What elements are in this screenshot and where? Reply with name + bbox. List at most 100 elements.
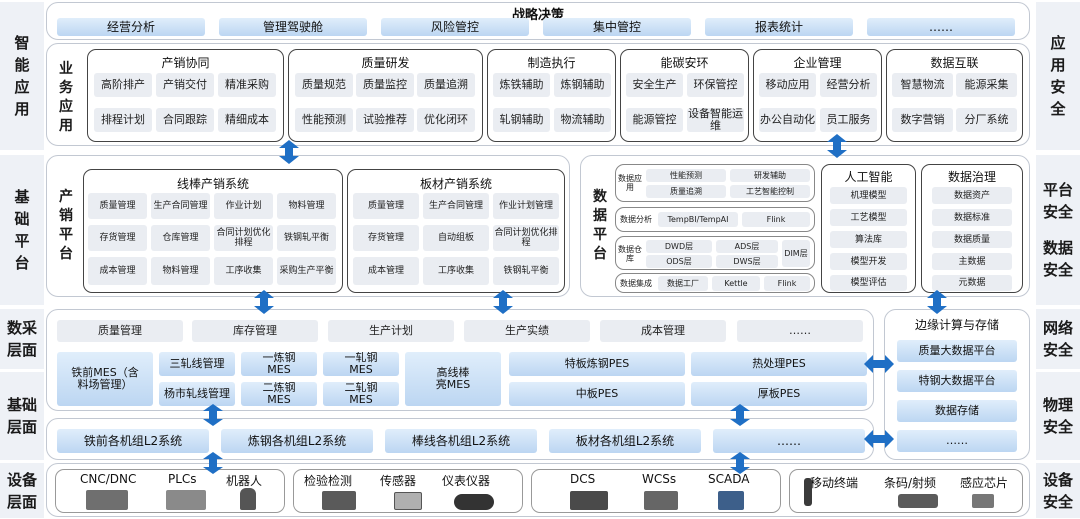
pes-item[interactable]: 热处理PES (691, 352, 867, 376)
sys-cell[interactable]: 工序收集 (214, 257, 273, 285)
biz-cell[interactable]: 物流辅助 (554, 108, 611, 132)
sys-cell[interactable]: 生产合同管理 (423, 193, 489, 219)
biz-cell[interactable]: 优化闭环 (417, 108, 475, 132)
biz-cell[interactable]: 轧钢辅助 (493, 108, 550, 132)
sys-cell[interactable]: 工序收集 (423, 257, 489, 285)
collect-cell[interactable]: …… (737, 320, 863, 342)
l2-item[interactable]: 板材各机组L2系统 (549, 429, 701, 453)
gov-cell[interactable]: 数据质量 (932, 231, 1012, 248)
ai-cell[interactable]: 模型开发 (830, 253, 907, 270)
ai-cell[interactable]: 算法库 (830, 231, 907, 248)
sys-cell[interactable]: 作业计划 (214, 193, 273, 219)
collect-cell[interactable]: 成本管理 (600, 320, 726, 342)
ai-cell[interactable]: 机理模型 (830, 187, 907, 204)
biz-cell[interactable]: 移动应用 (759, 73, 816, 97)
edge-item[interactable]: …… (897, 430, 1017, 452)
mes-bar[interactable]: 高线棒亮MES (405, 352, 501, 406)
mes-roll[interactable]: 一轧钢MES (323, 352, 399, 376)
strategy-item[interactable]: 报表统计 (705, 18, 853, 36)
biz-cell[interactable]: 精细成本 (218, 108, 276, 132)
data-cell[interactable]: Flink (742, 212, 810, 227)
biz-cell[interactable]: 办公自动化 (759, 108, 816, 132)
mes-steel[interactable]: 一炼钢MES (241, 352, 317, 376)
sys-cell[interactable]: 物料管理 (151, 257, 210, 285)
biz-cell[interactable]: 经营分析 (820, 73, 877, 97)
sys-cell[interactable]: 存货管理 (353, 225, 419, 251)
biz-cell[interactable]: 炼铁辅助 (493, 73, 550, 97)
pes-item[interactable]: 厚板PES (691, 382, 867, 406)
data-cell[interactable]: ODS层 (646, 255, 712, 268)
biz-cell[interactable]: 高阶排产 (94, 73, 152, 97)
data-cell[interactable]: 工艺智能控制 (730, 185, 810, 198)
l2-item[interactable]: …… (713, 429, 865, 453)
l2-item[interactable]: 棒线各机组L2系统 (385, 429, 537, 453)
biz-cell[interactable]: 产销交付 (156, 73, 214, 97)
pes-item[interactable]: 特板炼钢PES (509, 352, 685, 376)
strategy-item[interactable]: 风险管控 (381, 18, 529, 36)
sys-cell[interactable]: 采购生产平衡 (277, 257, 336, 285)
strategy-item[interactable]: 经营分析 (57, 18, 205, 36)
edge-item[interactable]: 特钢大数据平台 (897, 370, 1017, 392)
biz-cell[interactable]: 试验推荐 (356, 108, 414, 132)
ai-cell[interactable]: 工艺模型 (830, 209, 907, 226)
sys-cell[interactable]: 质量管理 (88, 193, 147, 219)
data-cell[interactable]: 性能预测 (646, 169, 726, 182)
gov-cell[interactable]: 主数据 (932, 253, 1012, 270)
mes-rolling[interactable]: 三轧线管理 (159, 352, 235, 376)
sys-cell[interactable]: 铁钢轧平衡 (493, 257, 559, 285)
strategy-item[interactable]: 管理驾驶舱 (219, 18, 367, 36)
biz-cell[interactable]: 质量追溯 (417, 73, 475, 97)
data-cell[interactable]: ADS层 (716, 240, 778, 253)
biz-cell[interactable]: 合同跟踪 (156, 108, 214, 132)
data-cell[interactable]: DWS层 (716, 255, 778, 268)
data-cell[interactable]: DIM层 (782, 240, 810, 267)
l2-item[interactable]: 铁前各机组L2系统 (57, 429, 209, 453)
mes-rolling[interactable]: 杨市轧线管理 (159, 382, 235, 406)
data-cell[interactable]: 研发辅助 (730, 169, 810, 182)
collect-cell[interactable]: 库存管理 (192, 320, 318, 342)
mes-iron[interactable]: 铁前MES（含料场管理） (57, 352, 153, 406)
biz-cell[interactable]: 数字营销 (892, 108, 953, 132)
biz-cell[interactable]: 分厂系统 (956, 108, 1017, 132)
sys-cell[interactable]: 质量管理 (353, 193, 419, 219)
data-cell[interactable]: TempBI/TempAI (658, 212, 738, 227)
data-cell[interactable]: Flink (764, 276, 810, 291)
collect-cell[interactable]: 质量管理 (57, 320, 183, 342)
collect-cell[interactable]: 生产实绩 (464, 320, 590, 342)
sys-cell[interactable]: 合同计划优化排程 (493, 225, 559, 251)
biz-cell[interactable]: 精准采购 (218, 73, 276, 97)
biz-cell[interactable]: 设备智能运维 (687, 108, 744, 132)
biz-cell[interactable]: 环保管控 (687, 73, 744, 97)
biz-cell[interactable]: 安全生产 (626, 73, 683, 97)
data-cell[interactable]: 数据工厂 (658, 276, 708, 291)
biz-cell[interactable]: 性能预测 (295, 108, 353, 132)
biz-cell[interactable]: 智慧物流 (892, 73, 953, 97)
mes-steel[interactable]: 二炼钢MES (241, 382, 317, 406)
biz-cell[interactable]: 炼钢辅助 (554, 73, 611, 97)
l2-item[interactable]: 炼钢各机组L2系统 (221, 429, 373, 453)
sys-cell[interactable]: 物料管理 (277, 193, 336, 219)
gov-cell[interactable]: 数据标准 (932, 209, 1012, 226)
biz-cell[interactable]: 员工服务 (820, 108, 877, 132)
strategy-item[interactable]: …… (867, 18, 1015, 36)
strategy-item[interactable]: 集中管控 (543, 18, 691, 36)
sys-cell[interactable]: 生产合同管理 (151, 193, 210, 219)
biz-cell[interactable]: 排程计划 (94, 108, 152, 132)
sys-cell[interactable]: 作业计划管理 (493, 193, 559, 219)
data-cell[interactable]: DWD层 (646, 240, 712, 253)
biz-cell[interactable]: 能源管控 (626, 108, 683, 132)
sys-cell[interactable]: 成本管理 (88, 257, 147, 285)
mes-roll[interactable]: 二轧钢MES (323, 382, 399, 406)
edge-item[interactable]: 数据存储 (897, 400, 1017, 422)
sys-cell[interactable]: 铁钢轧平衡 (277, 225, 336, 251)
data-cell[interactable]: 质量追溯 (646, 185, 726, 198)
sys-cell[interactable]: 成本管理 (353, 257, 419, 285)
biz-cell[interactable]: 能源采集 (956, 73, 1017, 97)
sys-cell[interactable]: 自动组板 (423, 225, 489, 251)
sys-cell[interactable]: 合同计划优化排程 (214, 225, 273, 251)
ai-cell[interactable]: 模型评估 (830, 275, 907, 291)
data-cell[interactable]: Kettle (712, 276, 760, 291)
gov-cell[interactable]: 数据资产 (932, 187, 1012, 204)
sys-cell[interactable]: 仓库管理 (151, 225, 210, 251)
collect-cell[interactable]: 生产计划 (328, 320, 454, 342)
